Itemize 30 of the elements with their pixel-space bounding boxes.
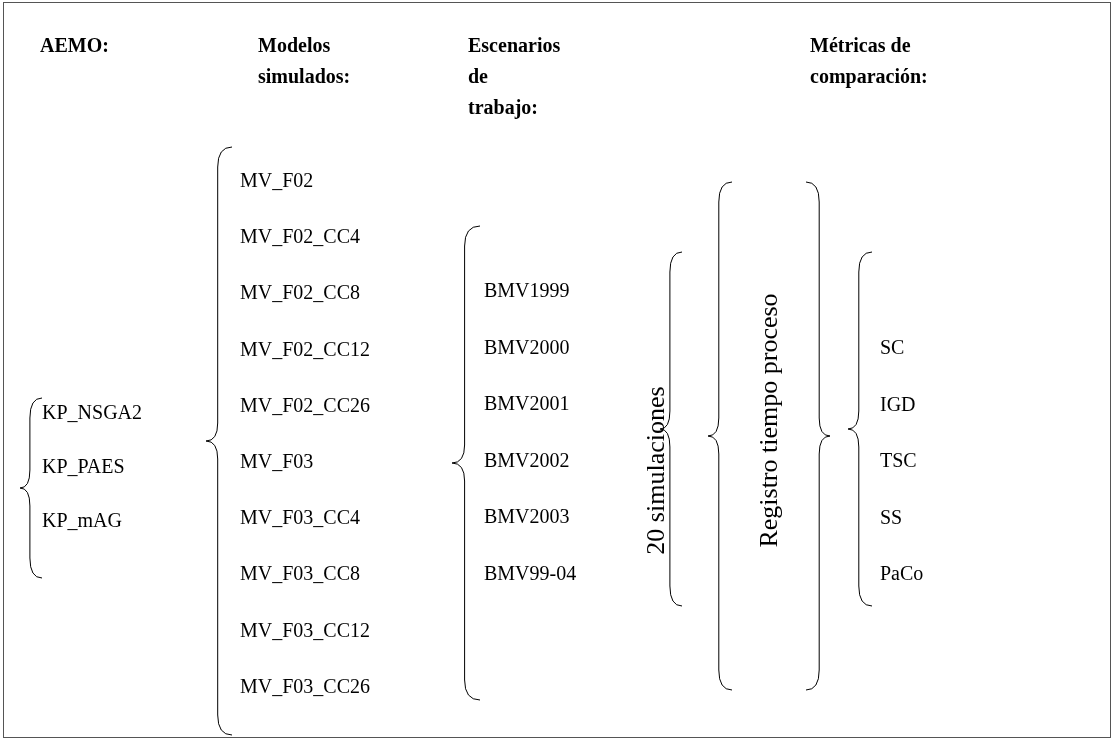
list-item: MV_F02_CC8 <box>240 280 361 306</box>
list-item: MV_F02_CC26 <box>240 392 371 418</box>
list-item: IGD <box>880 391 916 417</box>
list-item: KP_mAG <box>42 508 122 533</box>
list-item: SC <box>880 335 905 360</box>
list-item: MV_F03_CC26 <box>240 673 371 699</box>
list-item: TSC <box>880 448 917 474</box>
rotated-label: Registro tiempo proceso <box>752 292 784 548</box>
list-item: MV_F03_CC4 <box>240 505 361 531</box>
list-item: BMV2001 <box>484 391 570 417</box>
list-item: MV_F02 <box>240 168 314 193</box>
list-item: MV_F03_CC12 <box>240 617 371 643</box>
list-item: BMV99-04 <box>484 561 577 586</box>
list-item: BMV1999 <box>484 278 570 303</box>
list-item: BMV2002 <box>484 447 570 473</box>
list-item: BMV2000 <box>484 334 570 360</box>
column-header: Modelos simulados: <box>258 33 352 89</box>
list-item: SS <box>880 504 903 530</box>
column-header: Métricas de comparación: <box>810 33 929 90</box>
list-item: MV_F03_CC8 <box>240 561 361 587</box>
column-header: AEMO: <box>40 33 110 58</box>
list-item: PaCo <box>880 561 924 587</box>
list-item: MV_F02_CC4 <box>240 224 361 250</box>
list-item: MV_F02_CC12 <box>240 336 371 362</box>
list-item: KP_NSGA2 <box>42 400 143 425</box>
list-item: BMV2003 <box>484 504 570 530</box>
column-header: Escenarios de trabajo: <box>468 33 558 121</box>
list-item: KP_PAES <box>42 454 125 479</box>
list-item: MV_F03 <box>240 449 314 474</box>
rotated-label: 20 simulaciones <box>639 385 671 555</box>
